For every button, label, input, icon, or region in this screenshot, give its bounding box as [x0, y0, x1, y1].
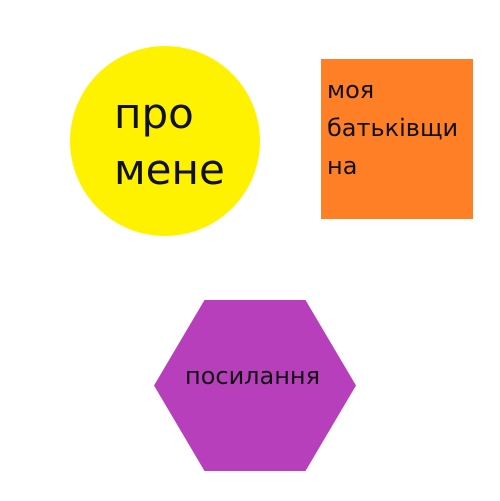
about-me-circle-link[interactable]: про мене	[70, 46, 260, 236]
my-homeland-label: моя батьківщи на	[327, 76, 459, 180]
about-me-label: про мене	[114, 89, 225, 194]
my-homeland-square-link[interactable]: моя батьківщи на	[321, 59, 473, 219]
links-hexagon-link[interactable]: посилання	[154, 300, 356, 471]
links-label: посилання	[185, 362, 321, 390]
